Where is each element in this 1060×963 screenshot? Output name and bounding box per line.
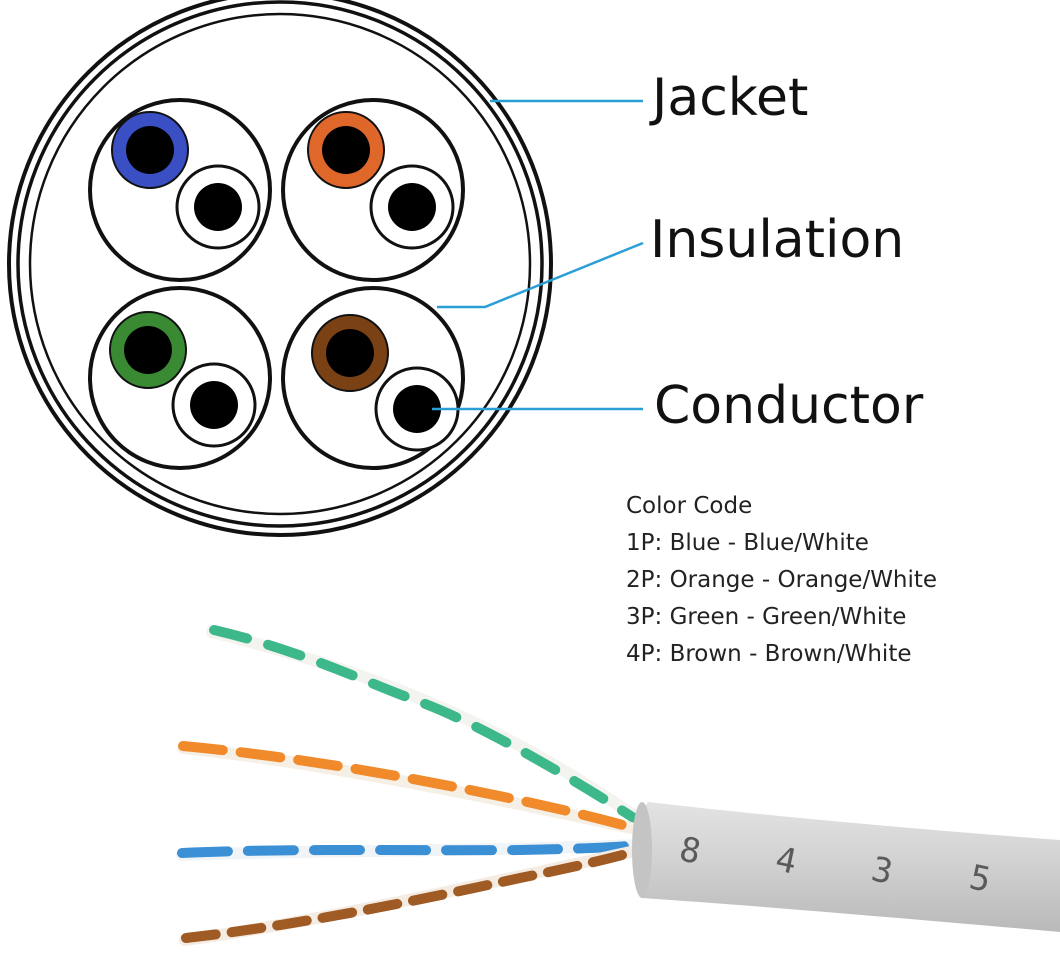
legend-title: Color Code [626,493,753,519]
conductor-label: Conductor [654,376,924,436]
color-code-legend: Color Code 1P: Blue - Blue/White 2P: Ora… [626,488,937,673]
conductor [322,126,370,174]
jacket-middle-ring [16,0,544,528]
green-wire [209,625,645,827]
conductor [326,329,374,377]
pair-insulation-circle [88,98,272,282]
conductor [190,381,238,429]
jacket-cut-end [632,802,652,898]
pair-4-brown [281,286,465,470]
legend-item: 1P: Blue - Blue/White [626,530,869,556]
pair-2-orange [281,98,465,282]
green-white-wire [206,626,646,826]
conductor [194,183,242,231]
leader-lines [432,99,644,411]
jacket-label: Jacket [652,68,809,128]
pair-insulation-circle [88,286,272,470]
orange-wire [178,741,645,835]
legend-item: 4P: Brown - Brown/White [626,641,912,667]
jacket-inner-ring [28,12,532,516]
conductor [388,183,436,231]
insulation-label: Insulation [650,210,905,270]
pair-insulation-circle [281,98,465,282]
pair-1-blue [88,98,272,282]
conductor [393,385,441,433]
cable-photo: 8 4 3 5 [176,625,1060,946]
conductor [124,326,172,374]
gray-cable-jacket [632,802,1060,932]
jacket-outer-ring [7,0,553,537]
legend-item: 2P: Orange - Orange/White [626,567,938,593]
pair-3-green [88,286,272,470]
cable-cross-section [7,0,553,537]
insulation-leader-line [437,241,644,309]
conductor [126,126,174,174]
legend-item: 3P: Green - Green/White [626,604,907,630]
brown-wire [181,845,645,943]
pair-insulation-circle [281,286,465,470]
orange-white-wire [177,742,646,836]
blue-wire [177,840,645,858]
